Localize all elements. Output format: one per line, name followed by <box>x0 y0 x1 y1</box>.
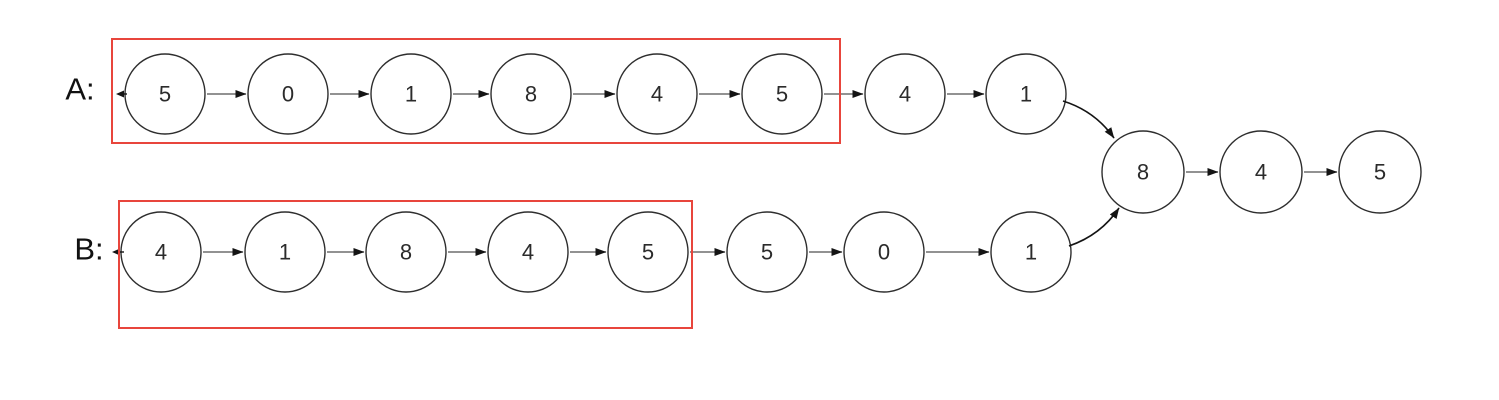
list-a-node-7-circle <box>985 53 1067 135</box>
list-b-node-5: 5 <box>726 211 808 293</box>
highlight-box-list-a <box>111 38 841 144</box>
list-b-node-2-value: 8 <box>400 240 412 265</box>
shared-node-0-circle <box>1101 130 1185 214</box>
list-b-node-0: 4 <box>120 211 202 293</box>
list-b-node-1-circle <box>244 211 326 293</box>
list-b-node-1-value: 1 <box>279 240 291 265</box>
list-b-node-6: 0 <box>843 211 925 293</box>
list-a-node-7: 1 <box>985 53 1067 135</box>
list-a-node-6-circle <box>864 53 946 135</box>
list-b-node-6-value: 0 <box>878 240 890 265</box>
list-b-node-7: 1 <box>990 211 1072 293</box>
list-a-node-1-value: 0 <box>282 82 294 107</box>
list-a-node-3-value: 8 <box>525 82 537 107</box>
list-a-node-3: 8 <box>490 53 572 135</box>
list-b-node-2-circle <box>365 211 447 293</box>
shared-node-2-circle <box>1338 130 1422 214</box>
list-a-node-2: 1 <box>370 53 452 135</box>
highlight-box-list-b <box>118 200 693 329</box>
shared-node-0: 8 <box>1101 130 1185 214</box>
shared-node-1: 4 <box>1219 130 1303 214</box>
list-b-node-3: 4 <box>487 211 569 293</box>
shared-node-2-value: 5 <box>1374 160 1386 185</box>
shared-node-1-circle <box>1219 130 1303 214</box>
list-a-node-0: 5 <box>124 53 206 135</box>
list-b-node-7-circle <box>990 211 1072 293</box>
list-b-node-3-circle <box>487 211 569 293</box>
list-a-node-2-circle <box>370 53 452 135</box>
list-a-node-4-circle <box>616 53 698 135</box>
list-b-node-5-value: 5 <box>761 240 773 265</box>
merge-arrow-from-a <box>1062 100 1115 139</box>
list-a-node-5-circle <box>741 53 823 135</box>
shared-node-2: 5 <box>1338 130 1422 214</box>
merge-arrow-from-b <box>1068 207 1120 247</box>
list-a-node-1-circle <box>247 53 329 135</box>
list-a-node-4: 4 <box>616 53 698 135</box>
list-b-node-5-circle <box>726 211 808 293</box>
list-a-node-4-value: 4 <box>651 82 663 107</box>
list-b-node-4-circle <box>607 211 689 293</box>
list-a-node-6-value: 4 <box>899 82 911 107</box>
list-b-node-3-value: 4 <box>522 240 534 265</box>
list-b-node-4: 5 <box>607 211 689 293</box>
list-b-node-7-value: 1 <box>1025 240 1037 265</box>
list-a-node-1: 0 <box>247 53 329 135</box>
list-b-node-1: 1 <box>244 211 326 293</box>
list-a-node-2-value: 1 <box>405 82 417 107</box>
list-a-node-3-circle <box>490 53 572 135</box>
list-a-label: A: <box>65 72 94 107</box>
list-b-node-6-circle <box>843 211 925 293</box>
list-a-node-0-value: 5 <box>159 82 171 107</box>
list-b-node-4-value: 5 <box>642 240 654 265</box>
shared-node-0-value: 8 <box>1137 160 1149 185</box>
shared-node-1-value: 4 <box>1255 160 1267 185</box>
list-b-node-0-value: 4 <box>155 240 167 265</box>
list-b-label: B: <box>74 232 103 267</box>
list-a-node-6: 4 <box>864 53 946 135</box>
list-b-node-2: 8 <box>365 211 447 293</box>
entry-arrowhead-a-icon <box>116 90 124 98</box>
list-a-node-5-value: 5 <box>776 82 788 107</box>
list-a-node-5: 5 <box>741 53 823 135</box>
list-a-node-7-value: 1 <box>1020 82 1032 107</box>
